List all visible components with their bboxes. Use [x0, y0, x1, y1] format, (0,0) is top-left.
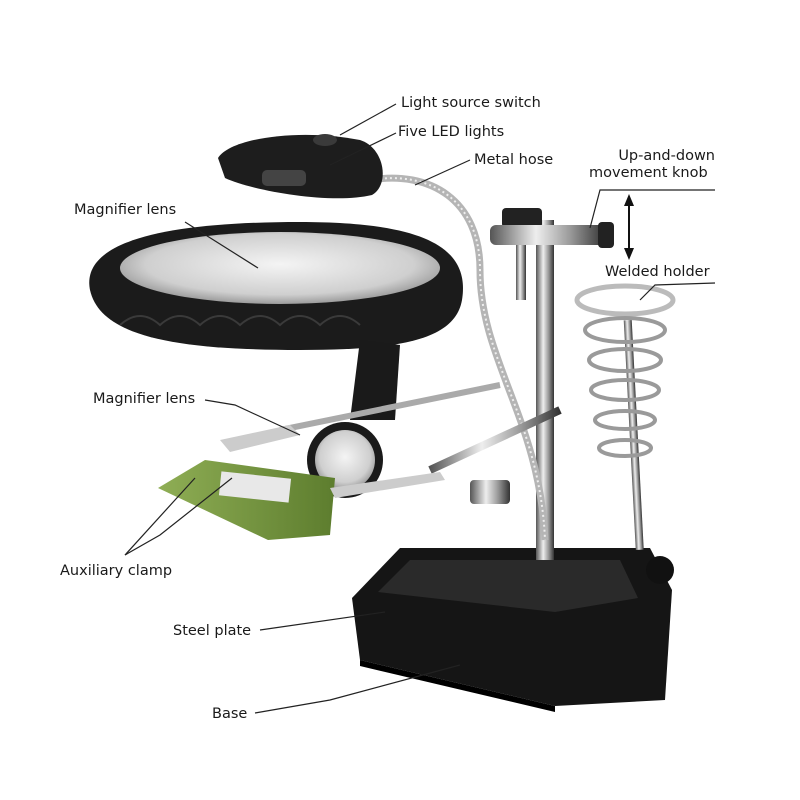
led-lamp-head: [218, 134, 383, 199]
auxiliary-clamp-left: [220, 425, 300, 452]
label-auxiliary-clamp: Auxiliary clamp: [60, 563, 173, 579]
label-base: Base: [212, 706, 248, 722]
base-knob: [646, 556, 674, 584]
welded-holder: [574, 283, 676, 458]
label-magnifier-lens-small: Magnifier lens: [93, 391, 196, 407]
label-light-source-switch: Light source switch: [401, 95, 541, 111]
label-steel-plate: Steel plate: [173, 623, 252, 639]
label-welded-holder: Welded holder: [605, 264, 710, 280]
label-metal-hose: Metal hose: [474, 152, 554, 168]
led-lights: [262, 170, 306, 186]
leader-lines: [124, 103, 716, 714]
label-movement-knob-line1: Up-and-down: [618, 148, 715, 164]
base: [352, 548, 672, 712]
label-movement-knob-line2: movement knob: [589, 165, 708, 181]
label-magnifier-lens-large: Magnifier lens: [74, 202, 177, 218]
large-magnifier: [89, 222, 463, 350]
label-five-led-lights: Five LED lights: [398, 124, 505, 140]
main-pole: [536, 220, 554, 560]
auxiliary-clamp-right: [330, 472, 445, 498]
steel-plate: [378, 560, 638, 612]
circuit-board: [158, 460, 335, 540]
movement-knob: [598, 222, 614, 248]
light-switch: [313, 134, 337, 146]
